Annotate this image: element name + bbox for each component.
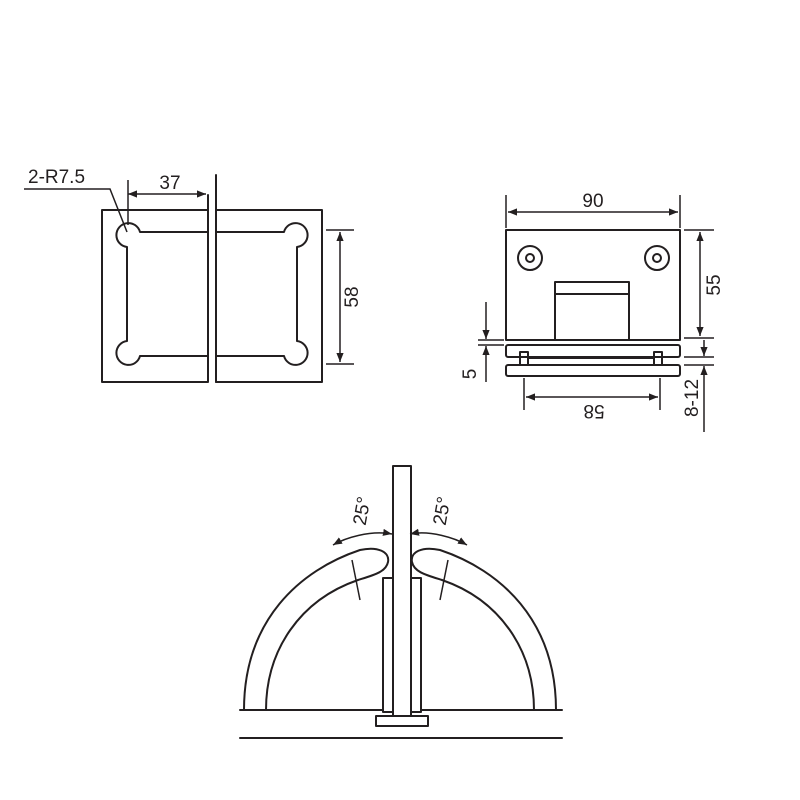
right-angle-label: 25° (430, 495, 456, 527)
front-left-slot (115, 222, 209, 366)
front-left-plate (101, 209, 209, 383)
screw-right-outer (644, 245, 670, 271)
side-pin-left (519, 351, 529, 366)
dim-58b-label: 58 (583, 400, 604, 421)
center-hinge-right (410, 577, 422, 713)
right-door-swing (410, 547, 557, 711)
screw-left-inner (525, 253, 535, 263)
screw-left-outer (517, 245, 543, 271)
side-pin-right (653, 351, 663, 366)
dim-55-label: 55 (704, 274, 725, 295)
left-angle-label: 25° (350, 495, 376, 527)
right-angle-tick (439, 559, 449, 601)
dim-58-label: 58 (342, 286, 363, 307)
right-angle-arc (409, 528, 468, 546)
dim-37-label: 37 (159, 173, 180, 194)
left-door-swing (243, 547, 390, 711)
center-hinge-left (382, 577, 394, 713)
dim-812-label: 8-12 (682, 379, 703, 417)
dim-5-label: 5 (460, 369, 481, 380)
dim-90-label: 90 (582, 191, 603, 212)
side-view: 90 55 5 58 8-12 (460, 191, 725, 432)
front-view: 37 2-R7.5 58 (24, 167, 363, 383)
left-angle-tick (351, 559, 361, 601)
center-glass (392, 465, 412, 717)
front-right-slot (215, 222, 309, 366)
screw-right-inner (652, 253, 662, 263)
rotation-view: 25° 25° (239, 465, 563, 739)
side-bottom-plate (505, 364, 681, 377)
radius-leader (24, 188, 128, 233)
radius-label: 2-R7.5 (28, 167, 85, 188)
left-angle-arc (332, 528, 393, 546)
center-base (375, 715, 429, 727)
side-center-block (554, 281, 630, 341)
